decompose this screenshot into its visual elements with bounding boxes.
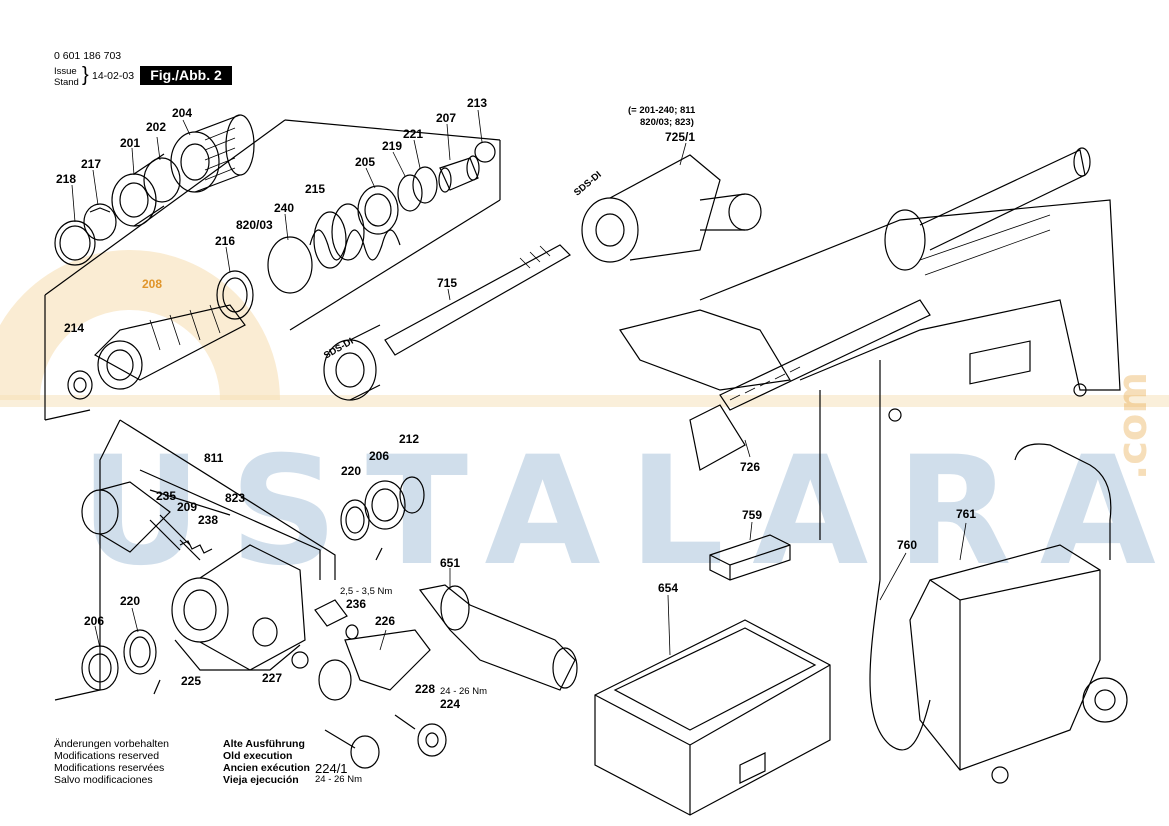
note-725-line2: 820/03; 823) bbox=[640, 117, 694, 128]
part-label-212: 212 bbox=[399, 432, 420, 446]
part-label-207: 207 bbox=[436, 111, 457, 125]
stand-label: Stand bbox=[54, 77, 79, 88]
part-label-226: 226 bbox=[375, 614, 396, 628]
part-label-216: 216 bbox=[215, 234, 236, 248]
part-label-225: 225 bbox=[181, 674, 202, 688]
part-label-206-upper: 206 bbox=[369, 449, 390, 463]
footer-left-fr: Modifications reservées bbox=[54, 762, 165, 774]
part-label-726: 726 bbox=[740, 460, 761, 474]
part-label-221: 221 bbox=[403, 127, 424, 141]
footer-mid-en: Old execution bbox=[223, 750, 293, 762]
part-label-240: 240 bbox=[274, 201, 295, 215]
part-label-715: 715 bbox=[437, 276, 458, 290]
part-label-204: 204 bbox=[172, 106, 193, 120]
part-label-213: 213 bbox=[467, 96, 488, 110]
part-label-220-lower: 220 bbox=[120, 594, 141, 608]
part-label-820-03: 820/03 bbox=[236, 218, 273, 232]
part-label-205: 205 bbox=[355, 155, 376, 169]
part-label-209: 209 bbox=[177, 500, 198, 514]
footer-mid-es: Vieja ejecución bbox=[223, 774, 299, 786]
part-label-218: 218 bbox=[56, 172, 77, 186]
footer-mid-de: Alte Ausführung bbox=[223, 738, 305, 750]
part-label-201: 201 bbox=[120, 136, 141, 150]
part-label-759: 759 bbox=[742, 508, 763, 522]
part-number: 0 601 186 703 bbox=[54, 50, 122, 62]
part-label-208: 208 bbox=[142, 277, 163, 291]
part-label-238: 238 bbox=[198, 513, 219, 527]
part-label-227: 227 bbox=[262, 671, 283, 685]
bracket: } bbox=[82, 64, 89, 86]
part-label-235: 235 bbox=[156, 489, 177, 503]
part-label-214: 214 bbox=[64, 321, 85, 335]
watermark-text: USTALARA bbox=[80, 425, 1169, 599]
note-725-line1: (= 201-240; 811 bbox=[628, 105, 696, 116]
part-label-651: 651 bbox=[440, 556, 461, 570]
part-label-228: 228 bbox=[415, 682, 436, 696]
figure-label: Fig./Abb. 2 bbox=[140, 66, 232, 85]
part-label-220-upper: 220 bbox=[341, 464, 362, 478]
part-label-215: 215 bbox=[305, 182, 326, 196]
part-label-811: 811 bbox=[204, 451, 224, 465]
issue-label: Issue bbox=[54, 66, 77, 77]
footer-left-en: Modifications reserved bbox=[54, 750, 160, 762]
part-label-224-1: 224/1 bbox=[315, 761, 348, 776]
torque-224-1: 24 - 26 Nm bbox=[315, 774, 362, 785]
part-label-725-1: 725/1 bbox=[665, 130, 696, 144]
part-label-760: 760 bbox=[897, 538, 918, 552]
footer-left-es: Salvo modificaciones bbox=[54, 774, 153, 786]
part-label-224: 224 bbox=[440, 697, 461, 711]
footer-left-de: Änderungen vorbehalten bbox=[54, 738, 170, 750]
torque-228: 24 - 26 Nm bbox=[440, 686, 487, 697]
footer-mid-fr: Ancien exécution bbox=[223, 762, 310, 774]
part-label-206-lower: 206 bbox=[84, 614, 105, 628]
torque-236: 2,5 - 3,5 Nm bbox=[340, 586, 393, 597]
issue-date: 14-02-03 bbox=[92, 70, 135, 82]
part-label-219: 219 bbox=[382, 139, 403, 153]
part-label-823: 823 bbox=[225, 491, 246, 505]
part-label-236: 236 bbox=[346, 597, 367, 611]
part-label-217: 217 bbox=[81, 157, 102, 171]
part-label-654: 654 bbox=[658, 581, 679, 595]
part-label-202: 202 bbox=[146, 120, 167, 134]
part-label-761: 761 bbox=[956, 507, 977, 521]
